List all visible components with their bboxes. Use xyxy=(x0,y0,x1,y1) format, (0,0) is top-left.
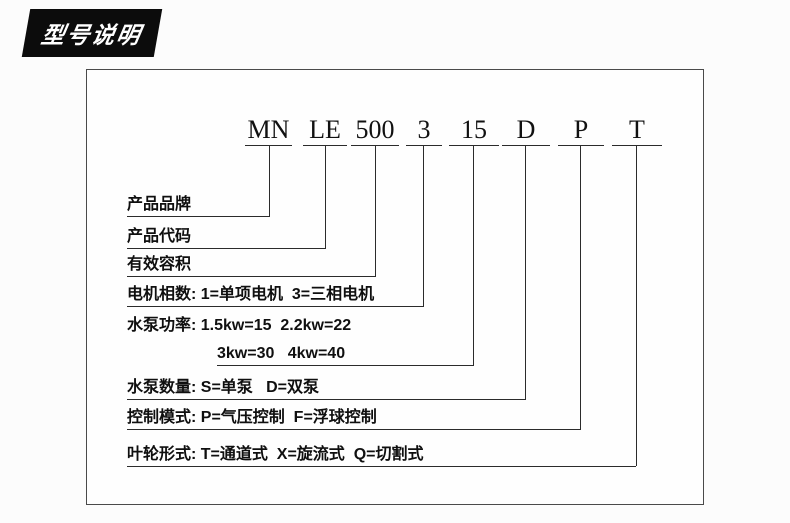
legend-label: 水泵功率: 1.5kw=15 2.2kw=22 xyxy=(127,317,352,334)
code-segment-control-mode: P xyxy=(558,116,604,146)
legend-row-control-mode: 控制模式: P=气压控制 F=浮球控制 xyxy=(127,408,580,430)
code-segment-pump-power: 15 xyxy=(449,116,499,146)
legend-label: 电机相数: 1=单项电机 3=三相电机 xyxy=(127,286,375,303)
page-title: 型号说明 xyxy=(39,22,144,48)
connector-volume xyxy=(375,146,376,277)
code-segment-pump-count: D xyxy=(502,116,550,146)
connector-pump-power xyxy=(473,146,474,366)
legend-row-motor-phases: 电机相数: 1=单项电机 3=三相电机 xyxy=(127,285,423,307)
legend-row-impeller-type: 叶轮形式: T=通道式 X=旋流式 Q=切割式 xyxy=(127,445,636,467)
legend-row-product-code: 产品代码 xyxy=(127,227,325,249)
legend-row-pump-count: 水泵数量: S=单泵 D=双泵 xyxy=(127,378,525,400)
legend-label: 产品代码 xyxy=(127,228,192,245)
legend-label: 叶轮形式: T=通道式 X=旋流式 Q=切割式 xyxy=(127,446,424,463)
legend-label: 水泵数量: S=单泵 D=双泵 xyxy=(127,379,320,396)
connector-impeller-type xyxy=(636,146,637,466)
legend-row-volume: 有效容积 xyxy=(127,255,375,277)
code-segment-impeller-type: T xyxy=(612,116,662,146)
code-segment-product-code: LE xyxy=(303,116,347,146)
code-segment-brand: MN xyxy=(245,116,292,146)
legend-label: 3kw=30 4kw=40 xyxy=(217,345,346,362)
diagram-border-box: MN LE 500 3 15 D P T 产品品牌 产品代码 有效容积 电机相数… xyxy=(86,69,704,505)
legend-row-pump-power-line1: 水泵功率: 1.5kw=15 2.2kw=22 xyxy=(127,316,351,338)
code-segment-volume: 500 xyxy=(351,116,399,146)
legend-label: 产品品牌 xyxy=(127,196,192,213)
legend-label: 有效容积 xyxy=(127,256,192,273)
connector-pump-count xyxy=(525,146,526,400)
connector-motor-phases xyxy=(423,146,424,307)
connector-control-mode xyxy=(580,146,581,430)
legend-row-pump-power-line2: 3kw=30 4kw=40 xyxy=(217,344,473,366)
legend-row-brand: 产品品牌 xyxy=(127,195,269,217)
connector-brand xyxy=(269,146,270,217)
title-badge: 型号说明 xyxy=(21,9,163,57)
code-segment-motor-phases: 3 xyxy=(406,116,442,146)
legend-label: 控制模式: P=气压控制 F=浮球控制 xyxy=(127,409,377,426)
connector-product-code xyxy=(325,146,326,249)
